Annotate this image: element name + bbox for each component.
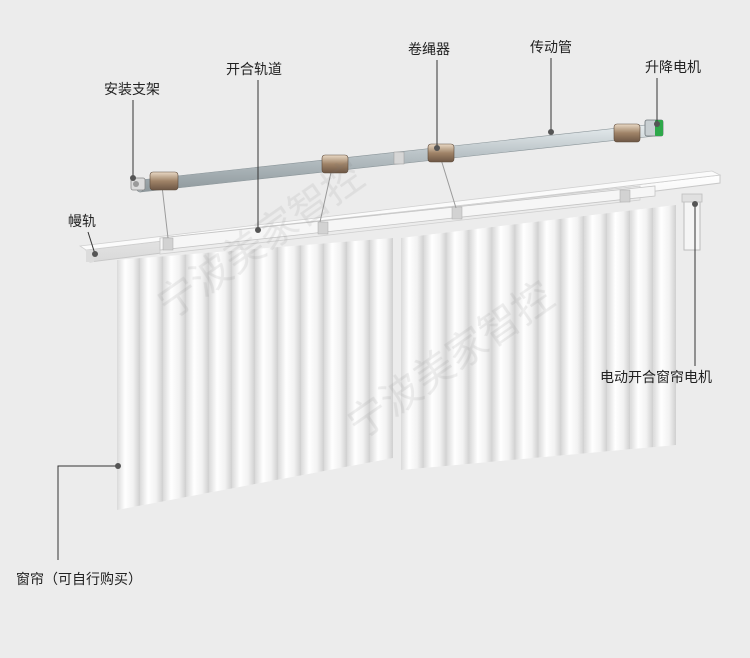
curtain-fold — [324, 241, 347, 471]
curtain-fold — [423, 232, 447, 468]
label-lift-motor: 升降电机 — [645, 60, 701, 76]
leader-dots — [92, 121, 698, 469]
curtain-fold — [255, 247, 278, 484]
curtain-fold — [515, 221, 539, 460]
curtain-left-panel — [117, 238, 393, 510]
label-drive-tube: 传动管 — [530, 40, 572, 56]
curtain-fold — [630, 207, 654, 450]
label-open-close-motor: 电动开合窗帘电机 — [600, 370, 712, 386]
curtain-fold — [607, 210, 631, 452]
curtain-fold — [561, 216, 585, 456]
label-open-close-track: 开合轨道 — [226, 62, 282, 78]
curtain-fold — [584, 213, 608, 454]
label-cord-winder: 卷绳器 — [408, 42, 450, 58]
open-close-motor — [681, 193, 703, 251]
curtain-right-panel — [401, 205, 676, 470]
curtain-fold — [209, 250, 232, 493]
curtain-fold — [347, 239, 370, 467]
curtain-fold — [446, 229, 470, 466]
curtain-fold — [370, 238, 393, 463]
curtain-fold — [232, 249, 255, 489]
curtain-fold — [117, 258, 140, 510]
curtain-fold — [401, 235, 424, 470]
curtain-fold — [140, 256, 163, 506]
curtain-fold — [653, 205, 676, 448]
curtain-fold — [492, 224, 516, 462]
lift-motor — [644, 119, 664, 137]
curtain-fold — [163, 254, 186, 502]
curtain-fold — [186, 252, 209, 497]
lift-cords — [161, 155, 457, 239]
curtain-fold — [469, 227, 493, 464]
label-mount-bracket: 安装支架 — [104, 82, 160, 98]
mount-bracket — [130, 177, 146, 191]
label-curtain: 窗帘（可自行购买） — [16, 572, 142, 588]
curtain-fold — [301, 243, 324, 476]
leader-lines — [57, 58, 696, 560]
open-close-track — [159, 185, 656, 251]
label-rail: 幔轨 — [68, 214, 96, 230]
curtain-fold — [538, 218, 562, 458]
cord-winders — [149, 123, 641, 191]
curtain-fold — [278, 245, 301, 480]
